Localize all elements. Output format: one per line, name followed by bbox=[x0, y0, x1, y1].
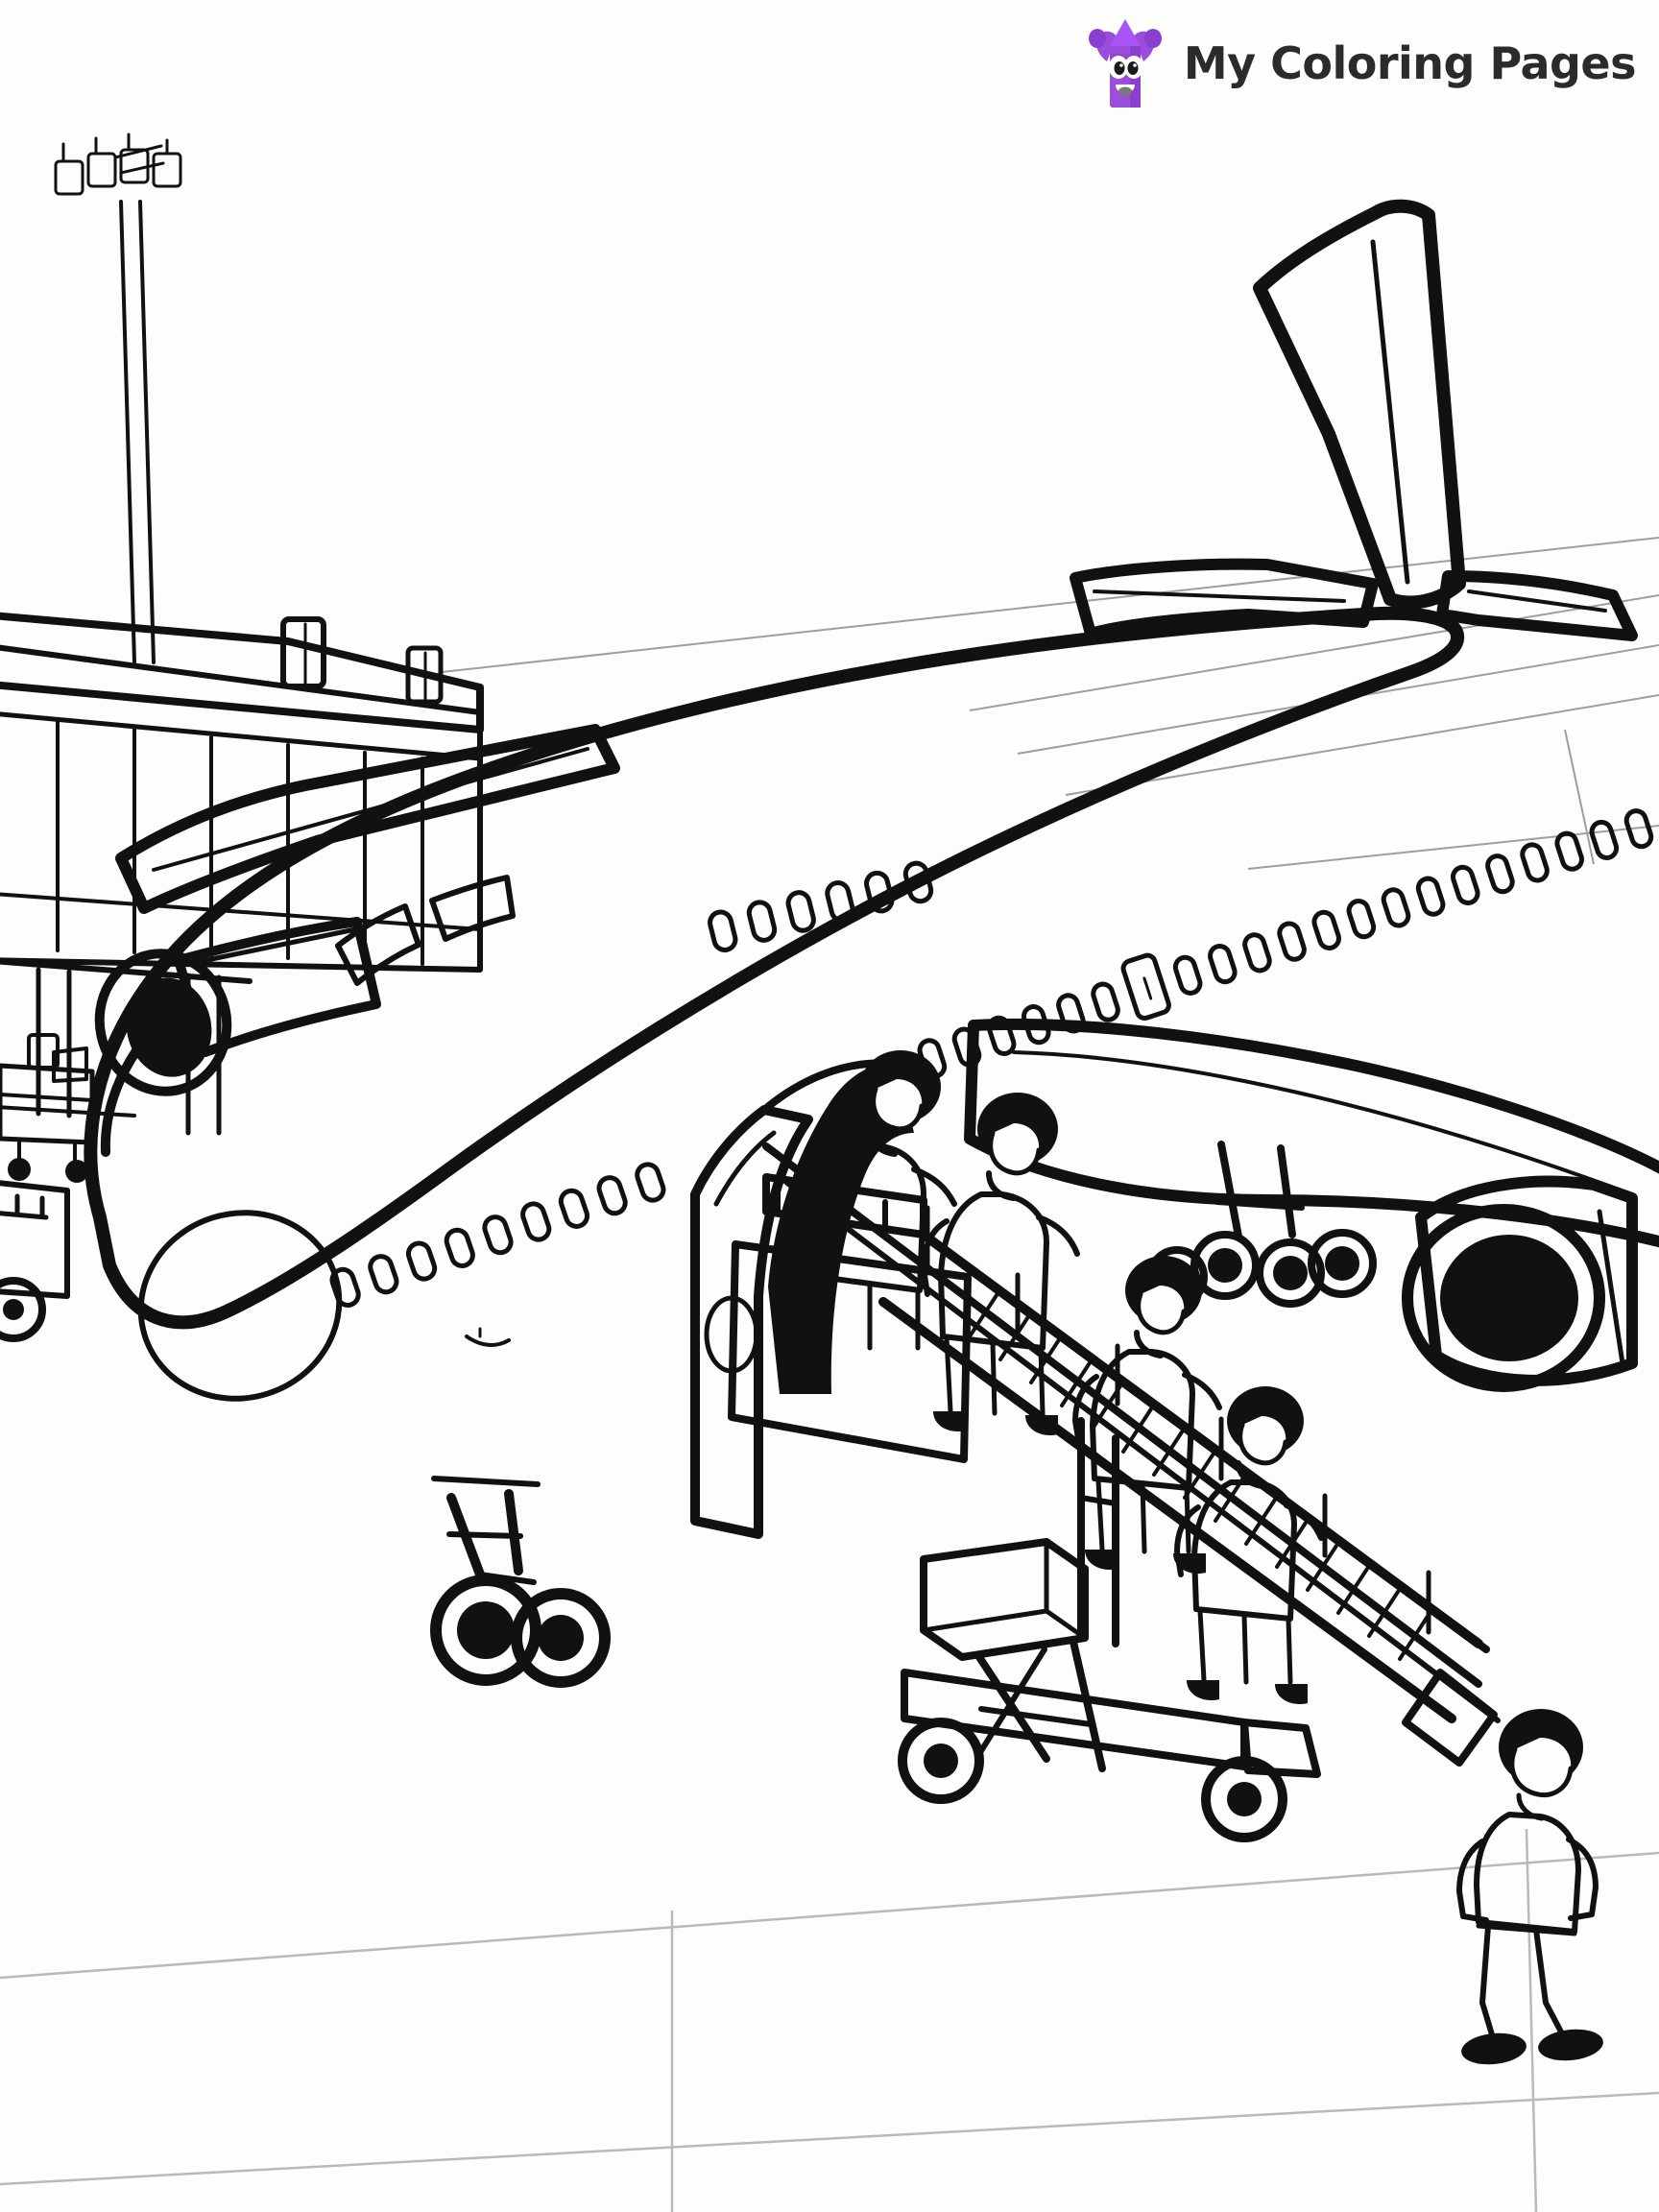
passenger-shoe bbox=[1461, 2032, 1527, 2065]
aft-window-row bbox=[917, 808, 1654, 1079]
brand-header: My Coloring Pages bbox=[1088, 17, 1637, 109]
passenger-leg bbox=[1479, 1923, 1497, 2044]
passenger-arm bbox=[800, 1172, 830, 1247]
passenger-ground bbox=[1456, 1709, 1603, 2065]
handrail-left bbox=[762, 1142, 1482, 1688]
passenger-eye bbox=[1518, 1727, 1527, 1741]
passenger-arm bbox=[911, 1166, 957, 1207]
overwing-exit bbox=[1120, 952, 1171, 1022]
passenger-arm bbox=[1566, 1837, 1599, 1921]
right-wing bbox=[964, 1018, 1659, 1248]
stairs-bottom-landing bbox=[1402, 1669, 1498, 1767]
passenger-mid bbox=[1072, 1256, 1222, 1575]
roof-vent bbox=[280, 616, 326, 689]
crayon-mascot-icon bbox=[1088, 17, 1163, 109]
passenger-arm bbox=[1456, 1839, 1489, 1923]
forward-window-row bbox=[329, 1162, 666, 1308]
service-truck bbox=[0, 1180, 70, 1342]
brand-title: My Coloring Pages bbox=[1183, 37, 1637, 89]
passenger-leg bbox=[1533, 1927, 1568, 2042]
passenger-top-1 bbox=[800, 1050, 957, 1351]
stair-stringer-lower bbox=[878, 1297, 1456, 1723]
roof-vent bbox=[405, 645, 444, 705]
nose-landing-gear bbox=[430, 1476, 611, 1688]
passenger-top-2 bbox=[921, 1093, 1080, 1436]
stairs-side-panel bbox=[728, 1240, 972, 1463]
stair-treads bbox=[968, 1290, 1431, 1661]
horizontal-stabilizer bbox=[1070, 558, 1638, 641]
left-engine bbox=[94, 917, 381, 1096]
passenger-lower bbox=[1174, 1386, 1324, 1705]
cockpit-windows bbox=[335, 875, 516, 986]
light-mast bbox=[54, 132, 182, 664]
passenger-torso bbox=[817, 1143, 926, 1293]
stair-stringer-upper bbox=[919, 1230, 1483, 1648]
door-leaf bbox=[690, 1105, 813, 1539]
mid-window-row bbox=[708, 860, 934, 952]
tarmac-lines bbox=[0, 537, 1659, 2212]
right-engine bbox=[1402, 1175, 1638, 1392]
passenger-shoe bbox=[1538, 2029, 1603, 2061]
left-wing bbox=[115, 724, 620, 914]
truck-wheel bbox=[898, 1718, 984, 1804]
vertical-stabilizer bbox=[1253, 199, 1466, 610]
